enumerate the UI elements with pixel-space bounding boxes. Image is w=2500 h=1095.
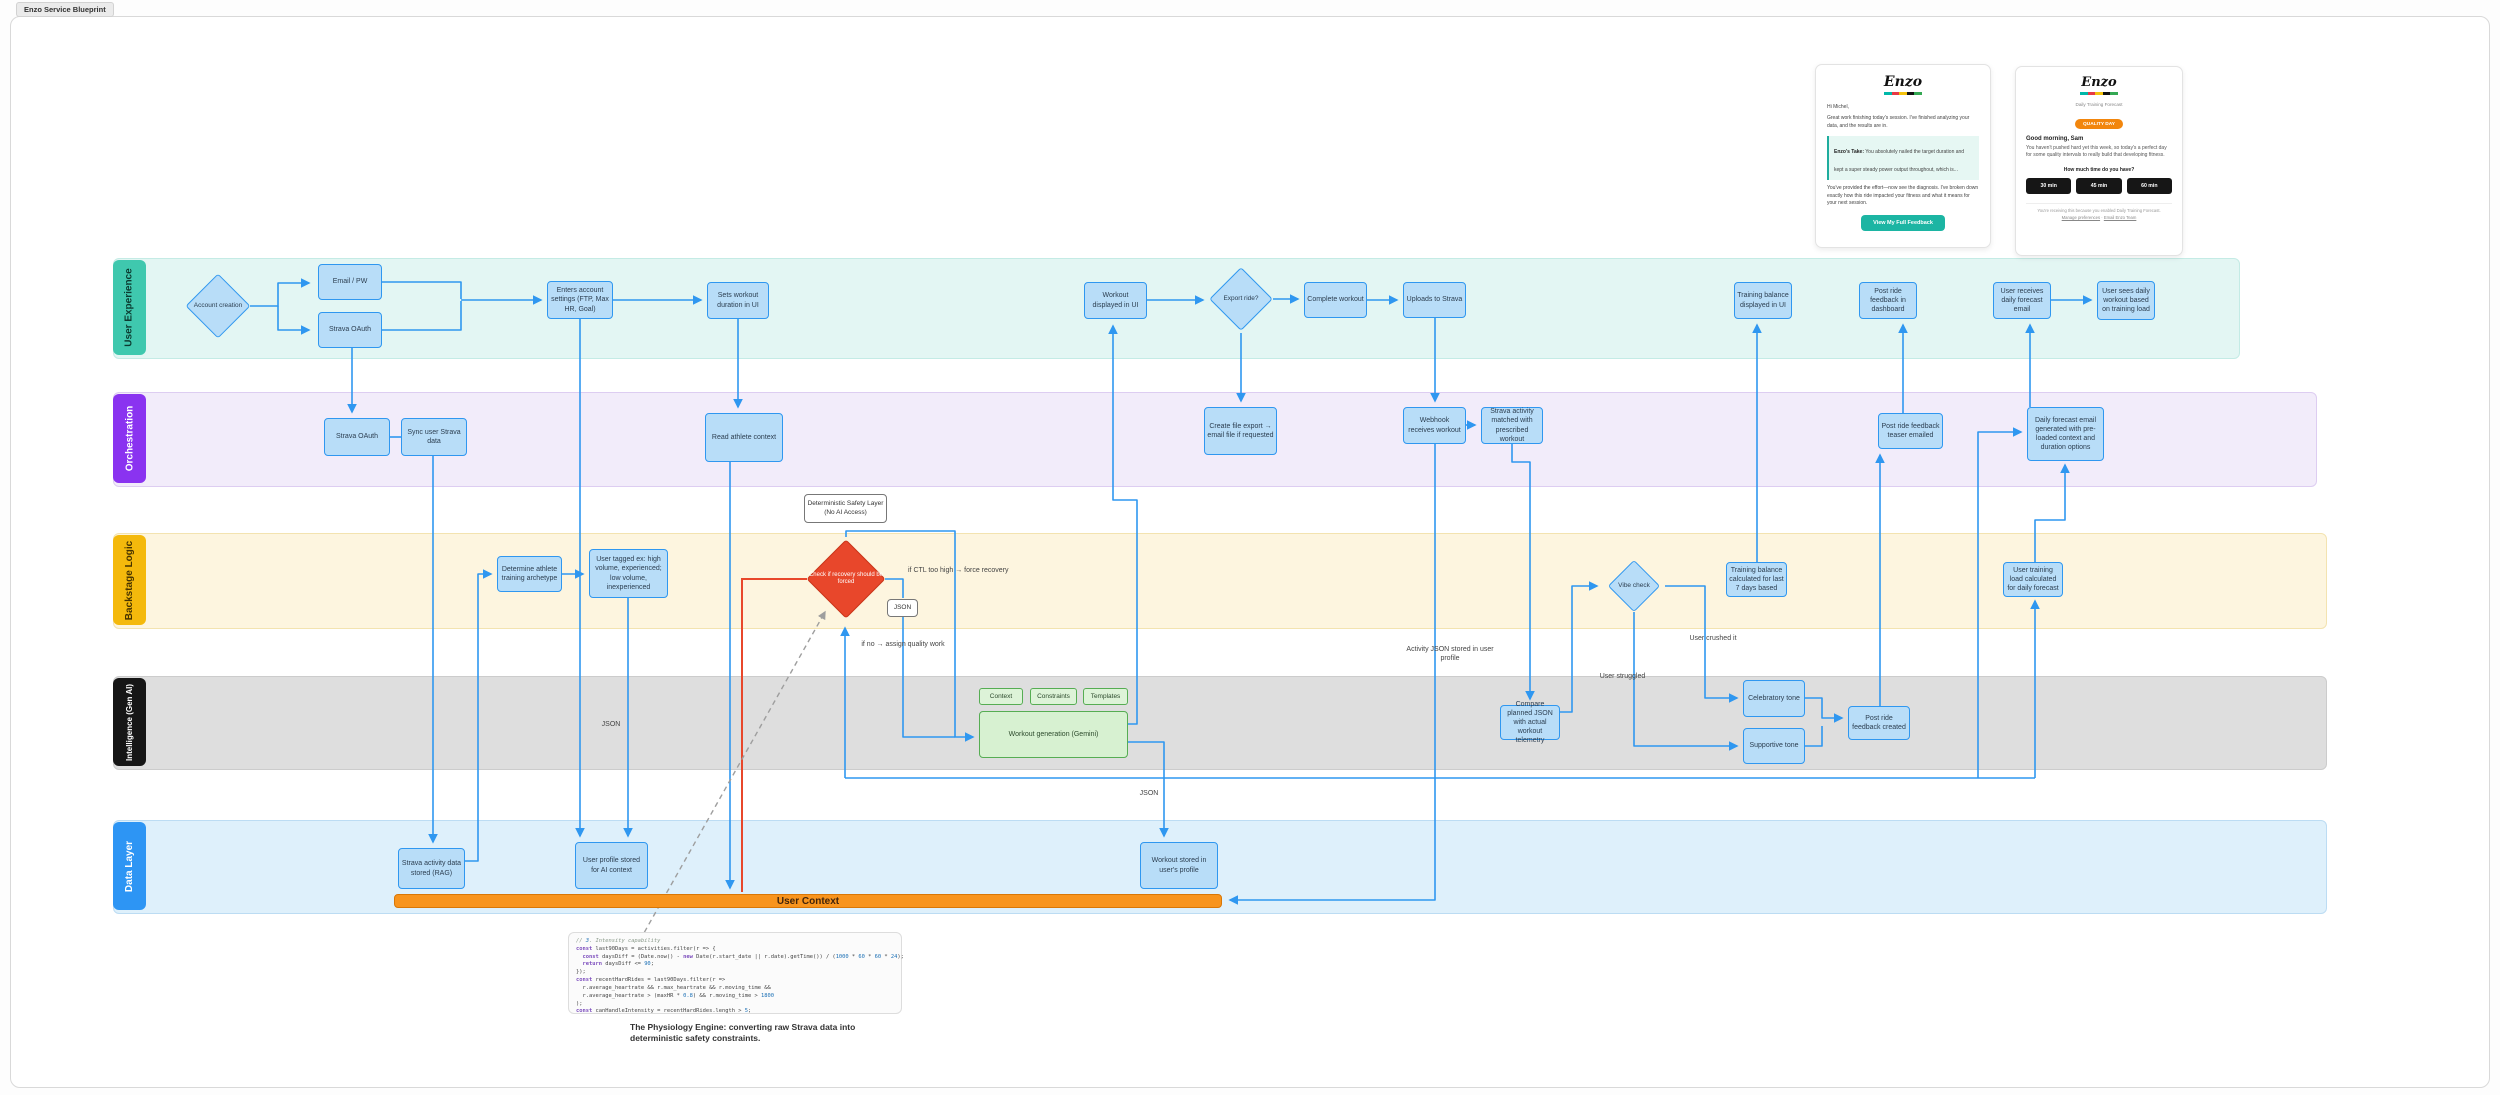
user-context-feed-line (741, 578, 807, 892)
node-training-balance-ui[interactable]: Training balance displayed in UI (1734, 282, 1792, 319)
node-workout-generation[interactable]: Workout generation (Gemini) (979, 711, 1128, 758)
footer-links: Manage preferences · Email Enzo Team (2026, 215, 2172, 220)
code-annotation-line (639, 610, 826, 941)
time-option-45[interactable]: 45 min (2076, 178, 2122, 195)
code-caption: The Physiology Engine: converting raw St… (630, 1022, 856, 1044)
email-mockup-feedback: Enzo Hi Michel, Great work finishing tod… (1815, 64, 1991, 248)
link-separator: · (2101, 215, 2103, 221)
email-mockup-forecast: Enzo Daily Training Forecast QUALITY DAY… (2015, 66, 2183, 256)
email-team-link[interactable]: Email Enzo Team (2103, 215, 2137, 221)
label-json-left: JSON (601, 721, 621, 728)
node-training-balance-calc[interactable]: Training balance calculated for last 7 d… (1726, 562, 1787, 597)
node-complete-workout[interactable]: Complete workout (1304, 282, 1367, 318)
node-post-ride-feedback-created[interactable]: Post ride feedback created (1848, 706, 1910, 740)
node-read-athlete-context[interactable]: Read athlete context (705, 413, 783, 462)
chip-templates[interactable]: Templates (1083, 688, 1128, 705)
forecast-paragraph: You haven't pushed hard yet this week, s… (2026, 144, 2167, 159)
node-uploads-strava[interactable]: Uploads to Strava (1403, 282, 1466, 318)
quote-label: Enzo's Take: (1834, 148, 1864, 155)
node-compare-planned-json[interactable]: Compare planned JSON with actual workout… (1500, 701, 1560, 744)
label-if-no-quality: if no → assign quality work (861, 641, 945, 648)
node-enters-account-settings[interactable]: Enters account settings (FTP, Max HR, Go… (547, 281, 613, 319)
lane-band-intelligence (113, 676, 2327, 770)
node-strava-rag[interactable]: Strava activity data stored (RAG) (398, 848, 465, 889)
email-paragraph: Great work finishing today's session. I'… (1827, 115, 1970, 129)
quote-text: You absolutely nailed the target duratio… (1834, 148, 1965, 173)
node-webhook-receives[interactable]: Webhook receives workout (1403, 407, 1466, 444)
node-user-training-load[interactable]: User training load calculated for daily … (2003, 562, 2063, 597)
node-post-ride-dashboard[interactable]: Post ride feedback in dashboard (1859, 282, 1917, 319)
node-strava-oauth-orch[interactable]: Strava OAuth (324, 418, 390, 456)
node-determine-archetype[interactable]: Determine athlete training archetype (497, 556, 562, 592)
view-feedback-button[interactable]: View My Full Feedback (1861, 215, 1945, 231)
enzo-logo: Enzo (1883, 74, 1923, 90)
time-option-60[interactable]: 60 min (2126, 178, 2172, 195)
chip-constraints[interactable]: Constraints (1030, 688, 1077, 705)
lane-label-user-experience: User Experience (113, 260, 146, 355)
node-supportive-tone[interactable]: Supportive tone (1743, 728, 1805, 764)
node-account-creation[interactable]: Account creation (185, 272, 251, 340)
enzo-logo-colorbar (2080, 92, 2118, 95)
node-strava-oauth-ux[interactable]: Strava OAuth (318, 312, 382, 348)
enzo-logo: Enzo (2081, 75, 2117, 90)
lane-label-orchestration: Orchestration (113, 394, 146, 483)
frame-title[interactable]: Enzo Service Blueprint (16, 2, 114, 17)
time-question: How much time do you have? (2063, 167, 2135, 174)
chip-context[interactable]: Context (979, 688, 1023, 705)
node-workout-displayed[interactable]: Workout displayed in UI (1084, 282, 1147, 319)
node-user-profile-stored[interactable]: User profile stored for AI context (575, 842, 648, 889)
forecast-footer: You're receiving this because you enable… (2026, 203, 2172, 213)
email-paragraph-2: You've provided the effort—now see the d… (1827, 184, 1979, 207)
node-email-pw[interactable]: Email / PW (318, 264, 382, 300)
code-block: // 3. Intensity capability const last90D… (576, 938, 904, 1015)
user-context-bar[interactable]: User Context (394, 894, 1222, 908)
forecast-greeting: Good morning, Sam (2026, 135, 2084, 142)
node-user-tagged[interactable]: User tagged ex: high volume, experienced… (589, 549, 668, 598)
time-options-row: 30 min 45 min 60 min (2026, 178, 2172, 195)
lane-label-backstage: Backstage Logic (113, 535, 146, 625)
node-vibe-check[interactable]: Vibe check (1603, 559, 1665, 613)
label-json-mid: JSON (1139, 790, 1159, 797)
lane-band-backstage (113, 533, 2327, 629)
label-user-crushed-it: User crushed it (1689, 635, 1737, 642)
node-celebratory-tone[interactable]: Celebratory tone (1743, 680, 1805, 717)
node-json-gate[interactable]: JSON (887, 599, 918, 617)
time-option-30[interactable]: 30 min (2026, 178, 2072, 195)
node-sets-workout-duration[interactable]: Sets workout duration in UI (707, 282, 769, 319)
node-strava-matched[interactable]: Strava activity matched with prescribed … (1481, 407, 1543, 444)
enzo-logo-colorbar (1884, 92, 1922, 95)
label-activity-json-stored: Activity JSON stored in user profile (1406, 646, 1494, 663)
forecast-subtitle: Daily Training Forecast (2075, 101, 2123, 107)
node-check-recovery[interactable]: Check if recovery should be forced (806, 537, 886, 621)
enzos-take-quote: Enzo's Take: You absolutely nailed the t… (1827, 135, 1979, 180)
email-greeting: Hi Michel, (1827, 103, 1849, 110)
badge-row: QUALITY DAY (2026, 112, 2172, 130)
node-create-file-export[interactable]: Create file export → email file if reque… (1204, 407, 1277, 455)
manage-preferences-link[interactable]: Manage preferences (2061, 215, 2101, 221)
node-user-receives-email[interactable]: User receives daily forecast email (1993, 282, 2051, 319)
node-user-sees-daily-workout[interactable]: User sees daily workout based on trainin… (2097, 281, 2155, 320)
node-sync-strava-data[interactable]: Sync user Strava data (401, 418, 467, 456)
physiology-engine-code[interactable]: // 3. Intensity capability const last90D… (568, 932, 904, 1015)
label-deterministic-safety-layer[interactable]: Deterministic Safety Layer (No AI Access… (804, 494, 887, 523)
node-teaser-emailed[interactable]: Post ride feedback teaser emailed (1878, 413, 1943, 449)
node-export-ride[interactable]: Export ride? (1209, 265, 1273, 333)
lane-label-intelligence: Intelligence (Gen AI) (113, 678, 146, 766)
lane-label-data: Data Layer (113, 822, 146, 910)
node-workout-stored[interactable]: Workout stored in user's profile (1140, 842, 1218, 889)
quality-day-badge: QUALITY DAY (2075, 119, 2123, 130)
label-user-struggled: User struggled (1599, 673, 1646, 680)
label-ctl-too-high: if CTL too high → force recovery (908, 567, 1009, 574)
node-daily-forecast-generated[interactable]: Daily forecast email generated with pre-… (2027, 407, 2104, 461)
